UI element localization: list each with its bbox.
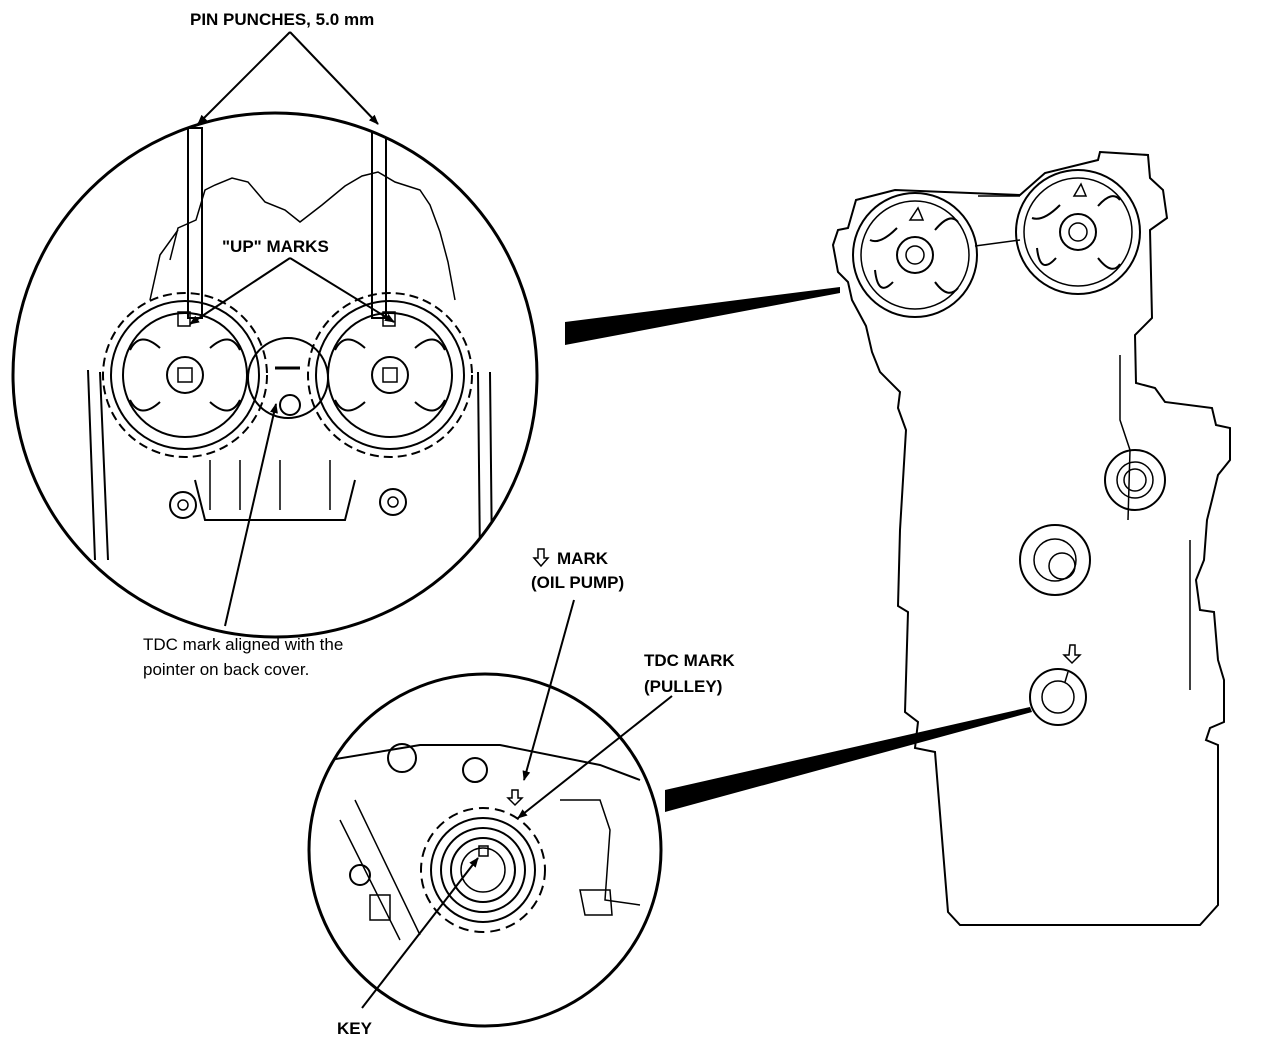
callout-connector-lower <box>665 707 1032 812</box>
tdc-note-line1: TDC mark aligned with the <box>143 635 343 654</box>
tdc-note-line2: pointer on back cover. <box>143 660 309 679</box>
oil-pump-mark-line2: (OIL PUMP) <box>531 573 624 592</box>
camshaft-detail-drawing <box>87 127 493 561</box>
crankshaft-detail-drawing <box>329 743 641 941</box>
tdc-mark-pulley-line1: TDC MARK <box>644 651 735 670</box>
pin-punches-label: PIN PUNCHES, 5.0 mm <box>190 10 374 29</box>
pin-punch-right <box>371 127 387 319</box>
crankshaft-detail-circle <box>307 672 663 1028</box>
crankshaft-pulley-small <box>1029 644 1087 726</box>
down-arrow-icon <box>532 548 550 568</box>
back-cover-pointer <box>247 337 329 419</box>
camshaft-pulley-right-1 <box>852 192 978 318</box>
down-arrow-icon <box>1062 644 1082 665</box>
camshaft-detail-circle <box>11 111 539 639</box>
idler-pulley-lower <box>1019 524 1091 596</box>
callout-connector-upper <box>565 287 840 345</box>
cam-gear-left <box>102 292 268 458</box>
engine-block <box>831 150 1231 926</box>
oil-pump-mark-line1: MARK <box>557 549 609 568</box>
up-marks-label: "UP" MARKS <box>222 237 329 256</box>
tdc-mark-pulley-line2: (PULLEY) <box>644 677 722 696</box>
idler-pulley-upper <box>1104 449 1166 511</box>
cam-gear-right <box>307 292 473 458</box>
camshaft-pulley-right-2 <box>1015 169 1141 295</box>
key-label: KEY <box>337 1019 373 1038</box>
